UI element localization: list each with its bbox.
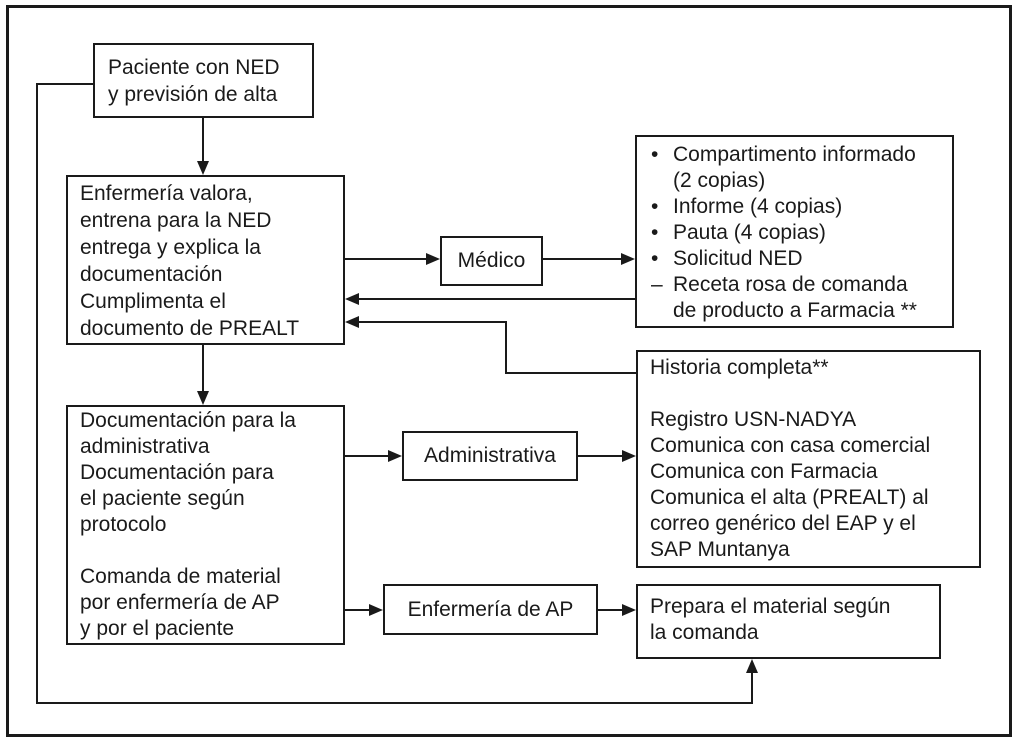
bullet-icon: • xyxy=(651,195,659,218)
list-item: • Solicitud NED xyxy=(651,246,944,272)
box-enfermeria-ap: Enfermería de AP xyxy=(383,584,598,635)
arrowhead-left-icon xyxy=(345,293,359,305)
arrow-historia-return-line-h2 xyxy=(358,321,507,323)
list-item-text: Informe (4 copias) xyxy=(673,195,843,218)
arrow-enfermeria-ap-to-prepara-line xyxy=(598,609,624,611)
diagram-frame xyxy=(6,5,1012,737)
list-item-text: Compartimento informado (2 copias) xyxy=(673,143,916,192)
list-item: • Informe (4 copias) xyxy=(651,194,944,220)
bullet-icon: • xyxy=(651,221,659,244)
box-prepara-material: Prepara el material según la comanda xyxy=(636,584,941,659)
list-item: • Compartimento informado (2 copias) xyxy=(651,142,944,194)
arrow-paciente-to-enfermeria-line xyxy=(202,117,204,163)
list-item: • Pauta (4 copias) xyxy=(651,220,944,246)
arrow-historia-return-line-h1 xyxy=(505,372,636,374)
bullet-icon: • xyxy=(651,247,659,270)
loop-line-up xyxy=(751,671,753,704)
arrow-medico-to-documentos-line xyxy=(543,258,623,260)
arrowhead-left-icon xyxy=(345,316,359,328)
box-enfermeria-valora: Enfermería valora, entrena para la NED e… xyxy=(66,175,345,345)
list-item-text: Receta rosa de comanda de producto a Far… xyxy=(673,273,917,322)
loop-line-top xyxy=(37,83,93,85)
box-administrativa: Administrativa xyxy=(402,431,578,481)
arrow-documentos-to-enfermeria-line xyxy=(358,298,635,300)
list-item: – Receta rosa de comanda de producto a F… xyxy=(651,272,944,324)
arrowhead-right-icon xyxy=(622,604,636,616)
arrow-documentacion-to-administrativa-line xyxy=(345,455,390,457)
arrowhead-right-icon xyxy=(622,450,636,462)
box-paciente-ned: Paciente con NED y previsión de alta xyxy=(93,43,314,118)
loop-line-bottom xyxy=(36,702,753,704)
arrowhead-right-icon xyxy=(369,604,383,616)
arrowhead-right-icon xyxy=(621,253,635,265)
arrow-enfermeria-to-documentacion-line xyxy=(202,345,204,391)
box-historia-completa: Historia completa** Registro USN-NADYA C… xyxy=(636,350,981,568)
bullet-icon: • xyxy=(651,143,659,166)
arrow-historia-return-line-v xyxy=(505,321,507,374)
arrow-documentacion-to-enfermeria-ap-line xyxy=(345,609,371,611)
list-item-text: Pauta (4 copias) xyxy=(673,221,826,244)
arrowhead-up-icon xyxy=(746,659,758,673)
arrowhead-down-icon xyxy=(197,161,209,175)
box-documentacion: Documentación para la administrativa Doc… xyxy=(66,405,345,645)
arrowhead-right-icon xyxy=(388,450,402,462)
arrowhead-down-icon xyxy=(197,391,209,405)
loop-line-left xyxy=(36,83,38,704)
box-medico: Médico xyxy=(440,236,543,286)
arrow-enfermeria-to-medico-line xyxy=(345,258,430,260)
dash-icon: – xyxy=(651,273,663,296)
list-item-text: Solicitud NED xyxy=(673,247,803,270)
box-documentos-medico: • Compartimento informado (2 copias) • I… xyxy=(635,135,954,328)
arrow-administrativa-to-historia-line xyxy=(578,455,624,457)
arrowhead-right-icon xyxy=(426,253,440,265)
